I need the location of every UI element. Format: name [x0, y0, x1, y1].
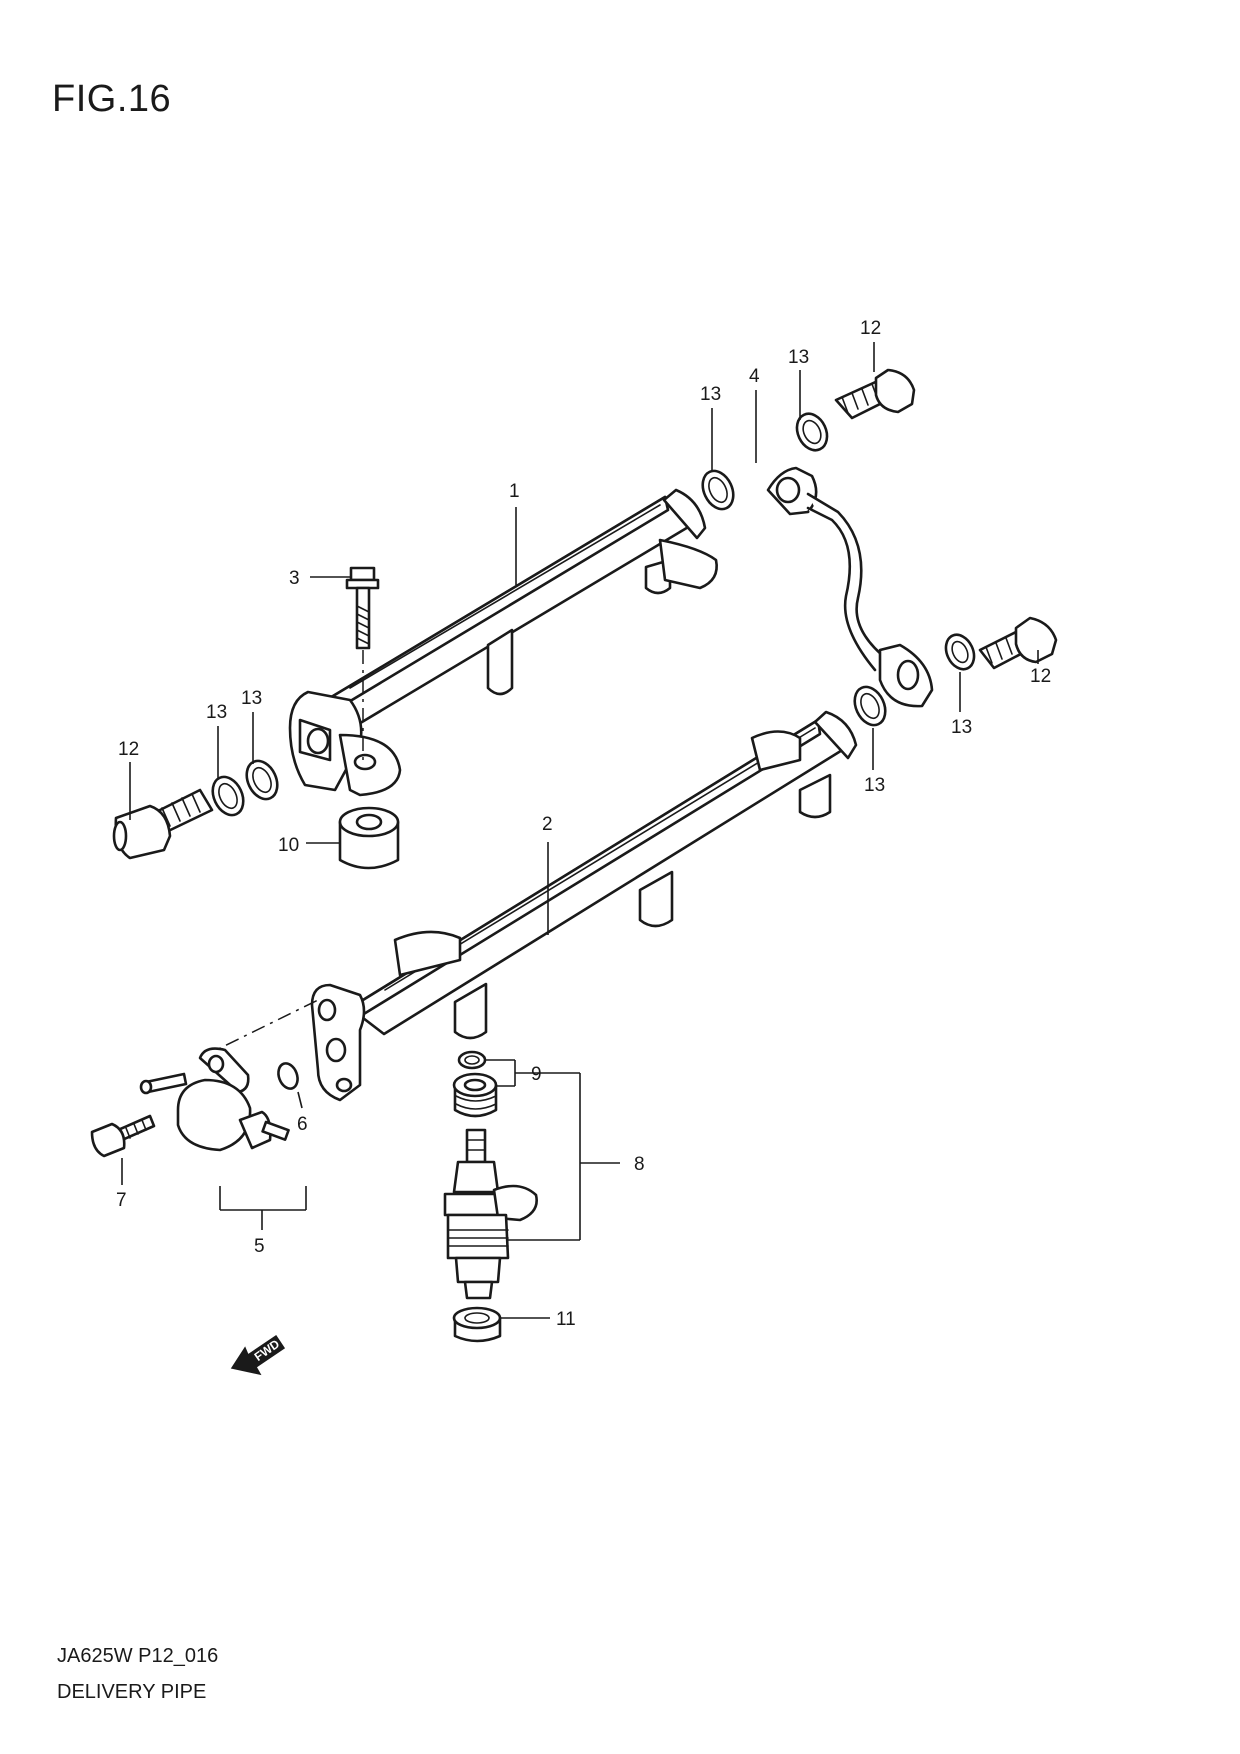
fuel-feed-pipe [766, 466, 934, 708]
callout-12-right: 12 [1030, 666, 1051, 687]
callout-13-left-b: 13 [241, 688, 262, 709]
mounting-bolt [345, 566, 380, 760]
callout-13-top-left: 13 [700, 384, 721, 405]
union-bolt-mid-right [978, 616, 1058, 670]
callout-13-right: 13 [951, 717, 972, 738]
callout-6: 6 [297, 1114, 308, 1135]
callout-5: 5 [254, 1236, 265, 1257]
fwd-arrow-icon: FWD [230, 1334, 286, 1376]
callout-4: 4 [749, 366, 760, 387]
callout-13-left-a: 13 [206, 702, 227, 723]
callout-13-mid: 13 [864, 775, 885, 796]
callout-1: 1 [509, 481, 520, 502]
callout-2: 2 [542, 814, 553, 835]
upper-delivery-pipe [288, 488, 718, 797]
spacer [338, 806, 400, 870]
fuel-injector [443, 1050, 538, 1343]
union-bolt-upper-right [834, 368, 916, 420]
callout-numbers: 1 2 3 4 5 6 7 8 9 10 11 12 12 12 13 13 1… [116, 318, 1051, 1330]
callout-12-left: 12 [118, 739, 139, 760]
callout-11: 11 [556, 1309, 576, 1330]
callout-10: 10 [278, 835, 299, 856]
diagram-code: JA625W P12_016 [57, 1645, 219, 1667]
leader-lines [121, 342, 1039, 1319]
pressure-regulator [90, 999, 319, 1158]
union-bolt-left [112, 788, 214, 860]
callout-8: 8 [634, 1154, 645, 1175]
diagram-name: DELIVERY PIPE [57, 1681, 207, 1703]
callout-3: 3 [289, 568, 300, 589]
gasket-rings [211, 412, 976, 817]
figure-title: FIG.16 [52, 78, 172, 120]
callout-13-top-right: 13 [788, 347, 809, 368]
callout-12-upper: 12 [860, 318, 881, 339]
callout-9: 9 [531, 1064, 542, 1085]
lower-delivery-pipe [310, 710, 858, 1102]
callout-7: 7 [116, 1190, 127, 1211]
